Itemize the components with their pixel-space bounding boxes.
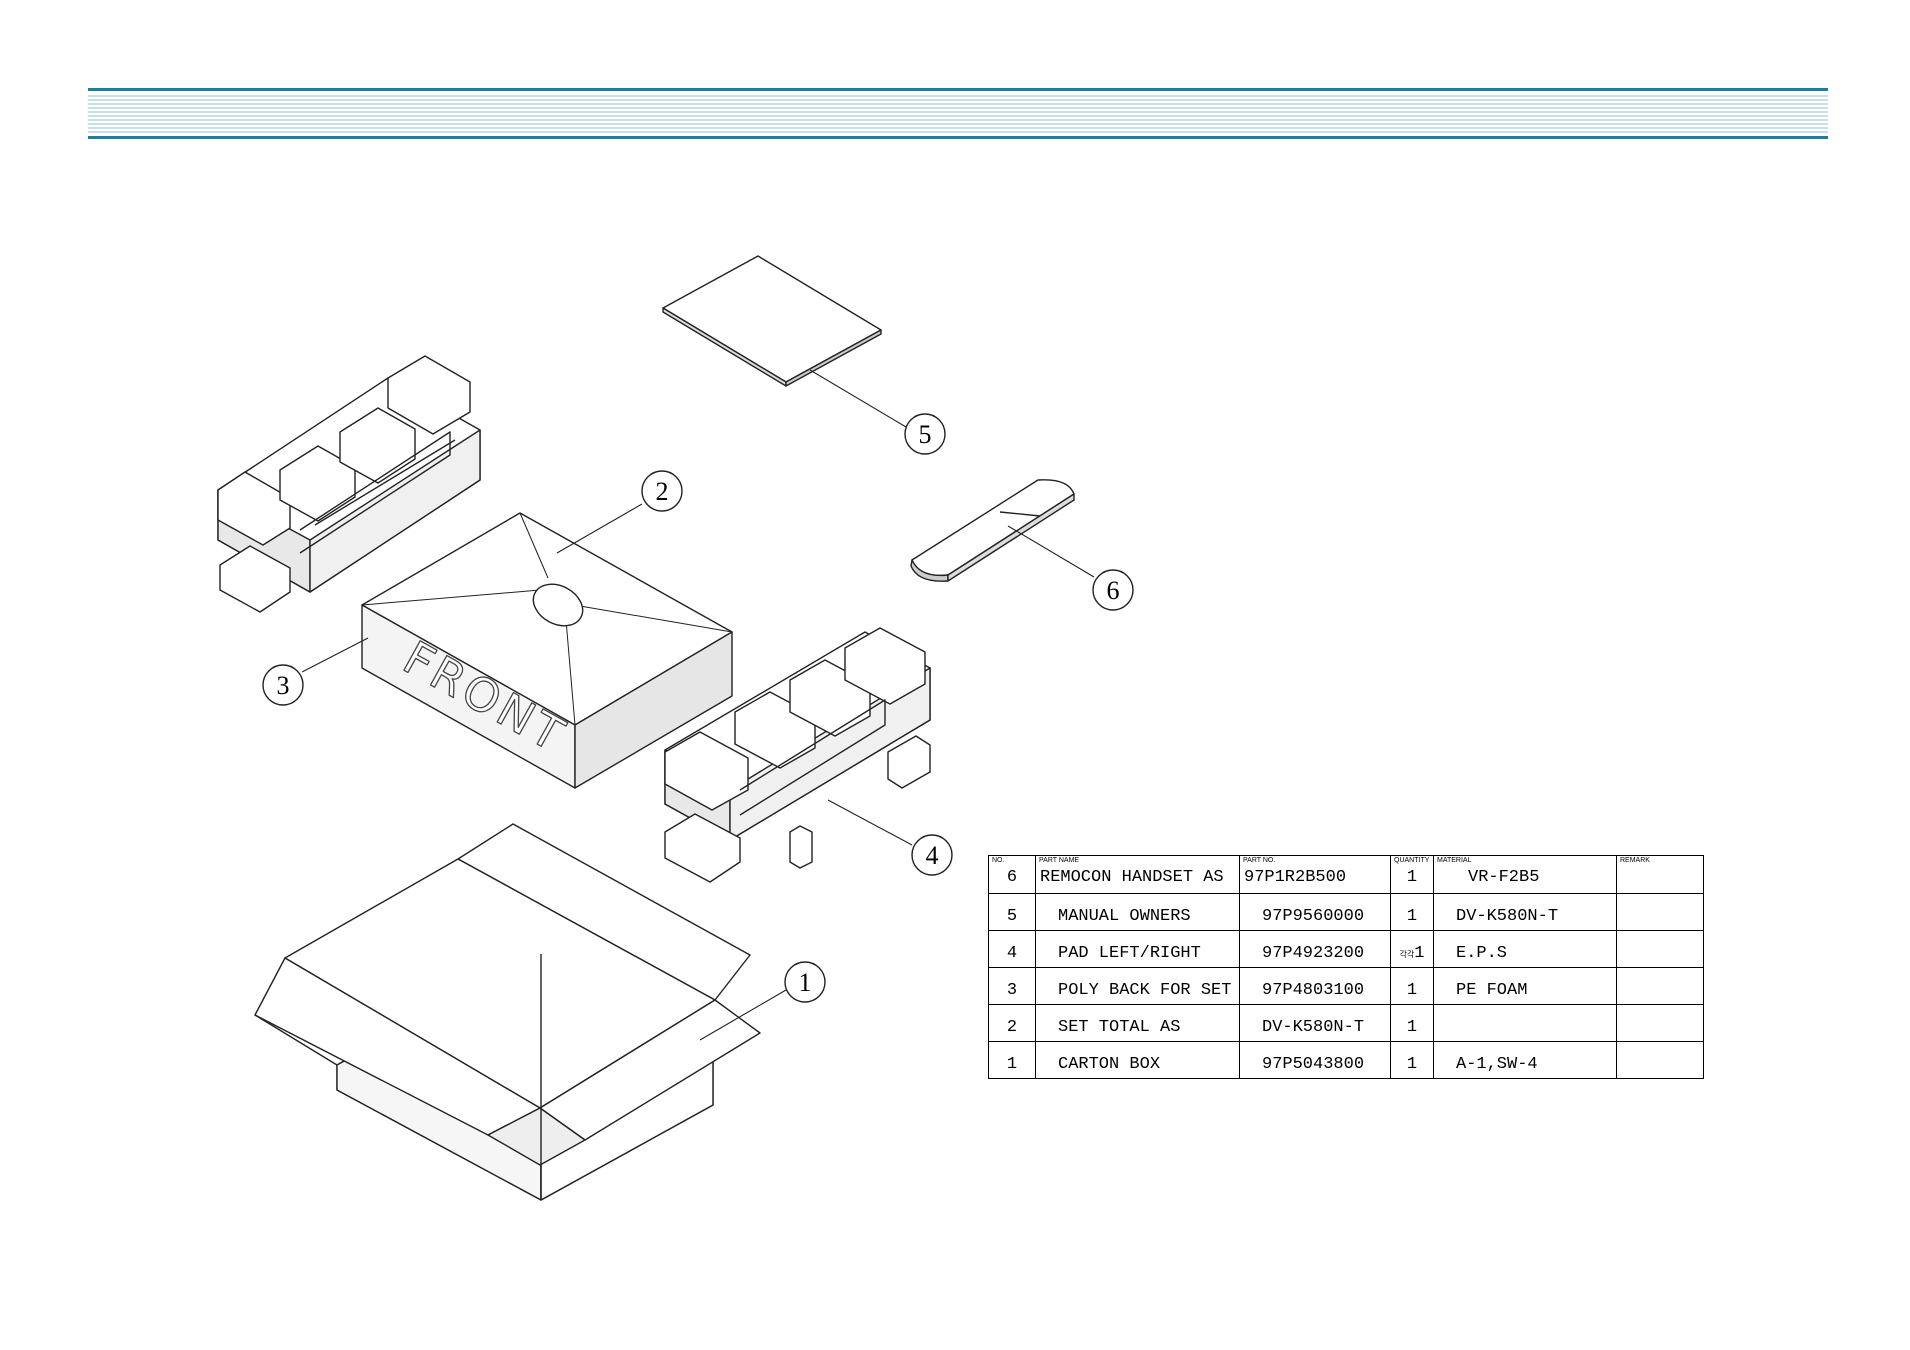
table-row: 3 POLY BACK FOR SET 97P4803100 1 PE FOAM [988, 967, 1704, 1005]
row-part-no: 97P4923200 [1262, 944, 1365, 963]
row-material [1438, 1037, 1612, 1041]
table-row: 4 PAD LEFT/RIGHT 97P4923200 각각1 E.P.S [988, 930, 1704, 968]
callout-1: 1 [784, 961, 826, 1003]
leader-line [827, 799, 913, 846]
carton-box-part [254, 823, 761, 1201]
callout-4: 4 [911, 834, 953, 876]
leader-line [699, 989, 787, 1041]
row-remark [1621, 963, 1699, 967]
svg-text:1: 1 [799, 968, 812, 997]
leader-line [809, 369, 907, 428]
row-no: 6 [1006, 868, 1018, 887]
row-quantity: 1 [1406, 1018, 1418, 1037]
row-part-no: 97P9560000 [1262, 907, 1365, 926]
manual-owners-part [662, 255, 882, 387]
row-part-no: 97P4803100 [1262, 981, 1365, 1000]
svg-text:3: 3 [277, 671, 290, 700]
row-quantity: 1 [1406, 1055, 1418, 1074]
row-part-name: CARTON BOX [1058, 1055, 1161, 1074]
row-material: VR-F2B5 [1468, 868, 1540, 887]
svg-text:2: 2 [656, 477, 669, 506]
table-row: NO. 6 PART NAME REMOCON HANDSET AS PART … [988, 855, 1704, 894]
row-quantity: 1 [1414, 944, 1425, 963]
parts-list-table: NO. 6 PART NAME REMOCON HANDSET AS PART … [988, 855, 1704, 1079]
row-material: E.P.S [1456, 944, 1508, 963]
row-part-no: DV-K580N-T [1262, 1018, 1365, 1037]
table-row: 2 SET TOTAL AS DV-K580N-T 1 [988, 1004, 1704, 1042]
header-part-name: PART NAME [1039, 857, 1080, 864]
leader-line [1007, 525, 1095, 578]
row-quantity: 1 [1406, 868, 1418, 887]
row-no: 5 [1006, 907, 1018, 926]
row-no: 4 [1006, 944, 1018, 963]
row-material-cell: MATERIAL VR-F2B5 [1433, 855, 1617, 894]
row-material: A-1,SW-4 [1456, 1055, 1538, 1074]
svg-text:6: 6 [1107, 576, 1120, 605]
row-part-name-cell: PART NAME REMOCON HANDSET AS [1035, 855, 1240, 894]
row-quantity-note: 각각 [1399, 951, 1415, 960]
header-part-no: PART NO. [1243, 857, 1276, 864]
row-no: 1 [1006, 1055, 1018, 1074]
row-part-name: POLY BACK FOR SET [1058, 981, 1232, 1000]
row-quantity: 1 [1406, 981, 1418, 1000]
row-part-name: MANUAL OWNERS [1058, 907, 1191, 926]
row-part-name: REMOCON HANDSET AS [1040, 868, 1224, 887]
leader-line [301, 637, 369, 673]
row-no: 3 [1006, 981, 1018, 1000]
row-no-cell: NO. 6 [988, 855, 1036, 894]
callout-5: 5 [904, 413, 946, 455]
callout-6: 6 [1092, 569, 1134, 611]
row-part-no: 97P5043800 [1262, 1055, 1365, 1074]
header-no: NO. [992, 857, 1005, 864]
pad-right-part [664, 627, 931, 883]
svg-text:4: 4 [926, 841, 939, 870]
row-part-name: PAD LEFT/RIGHT [1058, 944, 1201, 963]
row-remark-cell: REMARK [1616, 855, 1704, 894]
row-remark [1621, 926, 1699, 930]
row-part-no-cell: PART NO. 97P1R2B500 [1239, 855, 1391, 894]
row-part-no: 97P1R2B500 [1244, 868, 1347, 887]
callout-3: 3 [262, 664, 304, 706]
header-band [88, 88, 1828, 139]
header-remark: REMARK [1620, 857, 1650, 864]
row-remark [1621, 1000, 1699, 1004]
row-quantity: 1 [1406, 907, 1418, 926]
table-row: 5 MANUAL OWNERS 97P9560000 1 DV-K580N-T [988, 893, 1704, 931]
row-remark [1621, 1074, 1699, 1078]
remote-handset-part [910, 479, 1075, 582]
leader-line [556, 503, 643, 554]
pad-left-part [217, 355, 481, 613]
row-material: PE FOAM [1456, 981, 1528, 1000]
row-part-name: SET TOTAL AS [1058, 1018, 1181, 1037]
row-material: DV-K580N-T [1456, 907, 1559, 926]
svg-text:5: 5 [919, 420, 932, 449]
callout-2: 2 [641, 470, 683, 512]
header-material: MATERIAL [1437, 857, 1472, 864]
row-quantity-cell: QUANTITY 1 [1390, 855, 1434, 894]
row-no: 2 [1006, 1018, 1018, 1037]
row-remark [1621, 1037, 1699, 1041]
table-row: 1 CARTON BOX 97P5043800 1 A-1,SW-4 [988, 1041, 1704, 1079]
header-quantity: QUANTITY [1394, 857, 1430, 864]
